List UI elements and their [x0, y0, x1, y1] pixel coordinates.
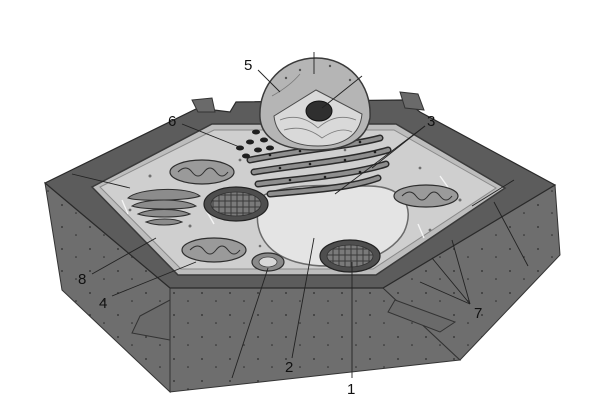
label-8: 8	[78, 271, 86, 288]
leader-line-4	[111, 261, 197, 297]
ribosome-cluster	[236, 129, 274, 159]
vesicle	[251, 252, 285, 272]
label-7: 7	[474, 305, 482, 322]
nucleolus	[305, 100, 333, 122]
mitochondrion-right	[393, 184, 459, 208]
label-6: 6	[168, 113, 176, 130]
label-1: 1	[347, 381, 355, 398]
leader-line-2	[291, 237, 315, 359]
leader-line-vesicle	[231, 267, 269, 379]
label-5: 5	[244, 57, 252, 74]
endoplasmic-reticulum	[246, 134, 392, 198]
label-2: 2	[285, 359, 293, 376]
ribosome-dots	[268, 140, 377, 182]
mitochondrion-upper	[169, 159, 235, 185]
leader-line-nucleolus	[321, 75, 363, 109]
chloroplast-lower	[319, 239, 381, 273]
leader-lines	[71, 52, 529, 379]
leader-line-7c	[419, 281, 471, 305]
leader-line-6	[181, 123, 243, 149]
leader-line-7b	[431, 257, 471, 305]
leader-line-3b	[334, 125, 426, 195]
chloroplast-upper	[203, 186, 269, 222]
leader-line-left-edge	[71, 173, 131, 189]
leader-line-7a	[451, 239, 471, 305]
leader-line-5	[257, 69, 281, 93]
golgi-apparatus	[127, 188, 201, 226]
leader-line-right-edge	[471, 179, 515, 207]
leader-line-right-wall	[493, 201, 529, 267]
leader-line-8	[91, 237, 157, 275]
label-4: 4	[99, 295, 107, 312]
label-3: 3	[427, 113, 435, 130]
mitochondrion-lower	[181, 237, 247, 263]
